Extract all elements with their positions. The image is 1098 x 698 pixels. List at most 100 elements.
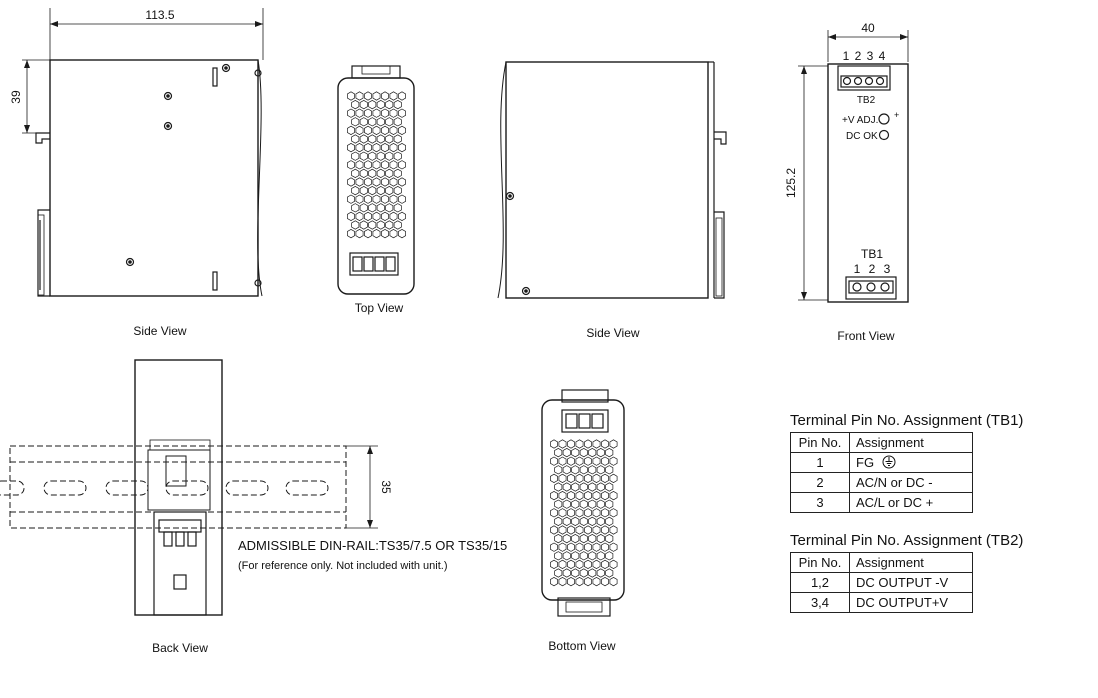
vent-hole bbox=[592, 508, 601, 518]
vent-hole bbox=[571, 499, 580, 509]
vent-hole bbox=[376, 185, 385, 196]
vent-hole bbox=[558, 525, 567, 535]
vent-hole bbox=[584, 559, 592, 570]
label-top-view: Top View bbox=[355, 301, 404, 315]
vent-hole bbox=[554, 482, 563, 492]
dcok-led-icon bbox=[878, 129, 890, 141]
vent-hole bbox=[355, 91, 364, 101]
vent-hole bbox=[368, 151, 377, 161]
vent-hole bbox=[398, 108, 406, 118]
vent-hole bbox=[562, 499, 571, 509]
vent-hole bbox=[605, 465, 614, 475]
vent-hole bbox=[359, 168, 368, 179]
vent-hole bbox=[596, 482, 605, 492]
vent-hole bbox=[351, 185, 360, 196]
vent-hole bbox=[550, 525, 558, 535]
vent-hole bbox=[550, 576, 558, 587]
rail-dimension: 35 bbox=[346, 445, 393, 529]
vent-hole bbox=[364, 125, 372, 136]
vent-hole bbox=[588, 499, 597, 509]
vent-hole bbox=[372, 91, 381, 101]
dcok-label: DC OK bbox=[846, 131, 878, 142]
vent-hole bbox=[605, 447, 614, 458]
vent-hole bbox=[550, 490, 558, 501]
pin-cell: 1 bbox=[790, 452, 850, 473]
table-row: 1 FG bbox=[790, 452, 973, 473]
vent-hole bbox=[347, 91, 355, 101]
vent-hole bbox=[385, 168, 394, 179]
table-header-row: Pin No. Assignment bbox=[790, 432, 973, 453]
vent-hole bbox=[359, 203, 368, 213]
vent-hole bbox=[558, 542, 567, 552]
vent-hole bbox=[601, 542, 609, 552]
vent-hole bbox=[579, 447, 588, 458]
vent-hole bbox=[571, 551, 580, 561]
vent-hole bbox=[575, 439, 584, 449]
vent-hole bbox=[579, 482, 588, 492]
vent-hole bbox=[571, 482, 580, 492]
vent-hole bbox=[389, 177, 398, 187]
vent-hole bbox=[571, 568, 580, 578]
tb2-label: TB2 bbox=[857, 95, 876, 106]
vent-hole bbox=[592, 473, 601, 484]
vent-hole bbox=[359, 185, 368, 196]
back-view bbox=[134, 359, 223, 616]
vent-hole bbox=[372, 228, 381, 239]
vent-hole bbox=[609, 439, 618, 449]
dim-rail-height: 35 bbox=[379, 480, 393, 494]
vent-hole bbox=[567, 525, 575, 535]
vent-hole bbox=[605, 499, 614, 509]
vent-hole bbox=[393, 220, 402, 230]
vent-hole bbox=[385, 99, 394, 110]
vent-hole bbox=[575, 456, 584, 466]
vent-hole bbox=[381, 91, 389, 101]
vent-hole bbox=[351, 168, 360, 179]
vent-hole bbox=[398, 177, 406, 187]
ground-icon bbox=[882, 455, 896, 469]
vent-hole bbox=[351, 117, 360, 127]
vent-hole bbox=[596, 568, 605, 578]
dim-front-height: 125.2 bbox=[784, 168, 798, 198]
vent-hole bbox=[584, 490, 592, 501]
vent-hole bbox=[588, 551, 597, 561]
column-header-pin: Pin No. bbox=[790, 432, 850, 453]
vent-hole bbox=[372, 125, 381, 136]
vent-hole bbox=[592, 490, 601, 501]
vent-hole bbox=[592, 525, 601, 535]
tb1-label: TB1 bbox=[861, 247, 883, 261]
vent-hole bbox=[609, 473, 618, 484]
vent-hole bbox=[355, 108, 364, 118]
pin-cell: 3 bbox=[790, 492, 850, 513]
vent-hole bbox=[368, 117, 377, 127]
dim-side-height: 39 bbox=[9, 90, 23, 104]
vent-hole bbox=[562, 533, 571, 544]
vent-hole bbox=[385, 185, 394, 196]
dim-front-width: 40 bbox=[861, 21, 875, 35]
vent-hole bbox=[584, 439, 592, 449]
vent-hole bbox=[347, 160, 355, 170]
tb2-pin-1: 1 bbox=[843, 49, 850, 63]
column-header-assignment: Assignment bbox=[849, 432, 973, 453]
vent-hole bbox=[364, 91, 372, 101]
vent-hole bbox=[376, 168, 385, 179]
vent-hole bbox=[398, 142, 406, 153]
tb2-pin-3: 3 bbox=[867, 49, 874, 63]
vent-hole bbox=[554, 551, 563, 561]
tb1-table-title: Terminal Pin No. Assignment (TB1) bbox=[790, 412, 1024, 429]
vent-hole bbox=[372, 160, 381, 170]
column-header-pin: Pin No. bbox=[790, 552, 850, 573]
vent-hole bbox=[575, 542, 584, 552]
vent-hole bbox=[550, 542, 558, 552]
vent-hole bbox=[347, 142, 355, 153]
assignment-text: FG bbox=[856, 455, 875, 470]
tb2-table-title: Terminal Pin No. Assignment (TB2) bbox=[790, 532, 1024, 549]
vent-hole bbox=[351, 151, 360, 161]
vent-hole bbox=[567, 473, 575, 484]
vent-hole bbox=[558, 576, 567, 587]
vent-hole bbox=[347, 125, 355, 136]
vent-hole bbox=[567, 508, 575, 518]
label-back-view: Back View bbox=[152, 641, 208, 655]
vent-hole bbox=[351, 134, 360, 144]
vent-hole bbox=[601, 559, 609, 570]
